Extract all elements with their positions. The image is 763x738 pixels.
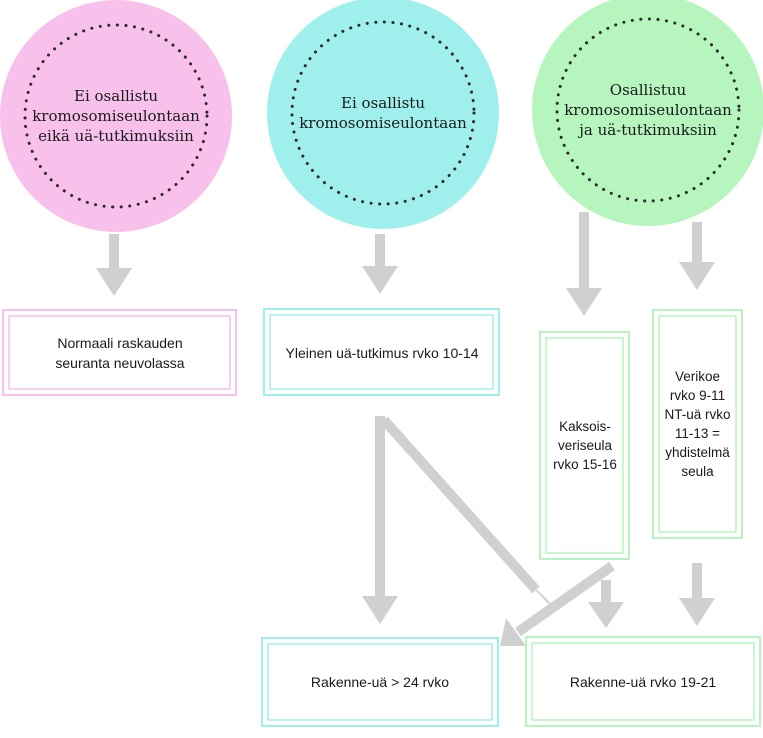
arrow-circle1-to-normal <box>96 234 132 296</box>
box-normal-followup <box>2 309 237 396</box>
arrow-circle3-to-double <box>566 212 602 316</box>
box-combined-screen <box>652 309 743 539</box>
box-structural-19-21 <box>525 636 761 727</box>
box-double-blood-screen <box>539 331 630 560</box>
circle-no-screening <box>267 0 499 229</box>
arrow-double-to-after24 <box>500 561 615 646</box>
arrow-general-to-19-21 <box>380 416 556 612</box>
circle-screening-and-ultrasound <box>532 0 763 226</box>
box-general-ultrasound <box>263 308 500 396</box>
box-structural-after-24 <box>261 637 499 727</box>
arrow-combined-to-19-21 <box>679 563 715 626</box>
arrow-circle3-to-combined <box>679 222 715 290</box>
arrow-circle2-to-general <box>362 234 398 294</box>
circle-no-screening-no-ultrasound <box>0 0 232 232</box>
arrow-double-to-19-21 <box>588 580 624 628</box>
arrow-general-to-after24 <box>362 416 398 624</box>
